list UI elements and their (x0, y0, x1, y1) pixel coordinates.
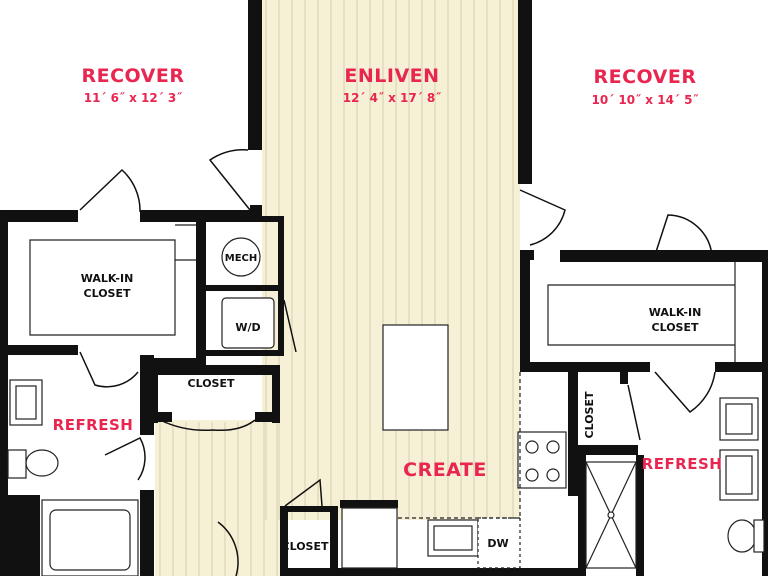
wd-label: W/D (235, 321, 260, 334)
door-swings (79, 149, 716, 576)
fridge (341, 507, 398, 569)
washer-dryer (221, 297, 275, 349)
walkin-right-shelves (547, 262, 736, 362)
refresh-right-name: REFRESH (642, 455, 723, 473)
walkin-left-line2: CLOSET (84, 287, 131, 300)
toilet-left (25, 449, 59, 477)
enliven-dims: 12´ 4˝ x 17´ 8˝ (343, 91, 442, 105)
closet-right-label: CLOSET (583, 391, 596, 438)
recover-right-name: RECOVER (593, 66, 696, 88)
recover-left-dims: 11´ 6˝ x 12´ 3˝ (84, 91, 183, 105)
closet-mid-label: CLOSET (188, 377, 235, 390)
enliven-name: ENLIVEN (344, 65, 439, 87)
walkin-right-line1: WALK-IN (649, 306, 702, 319)
refresh-left-name: REFRESH (53, 416, 134, 434)
kitchen-island (382, 324, 449, 431)
fixtures (7, 224, 765, 576)
toilet-right (727, 519, 757, 553)
walkin-left-shelves (29, 224, 196, 336)
mech-label: MECH (225, 253, 258, 264)
stove (517, 431, 567, 489)
walkin-right-line2: CLOSET (652, 321, 699, 334)
recover-left-name: RECOVER (81, 65, 184, 87)
create-name: CREATE (403, 459, 487, 481)
recover-right-dims: 10´ 10˝ x 14´ 5˝ (592, 93, 699, 107)
closet-bottom-label: CLOSET (282, 540, 329, 553)
dw-label: DW (487, 537, 508, 550)
room-labels: RECOVER 11´ 6˝ x 12´ 3˝ ENLIVEN 12´ 4˝ x… (53, 65, 723, 553)
walkin-left-line1: WALK-IN (81, 272, 134, 285)
mech-unit (221, 237, 261, 277)
wood-floor-main (155, 0, 520, 576)
